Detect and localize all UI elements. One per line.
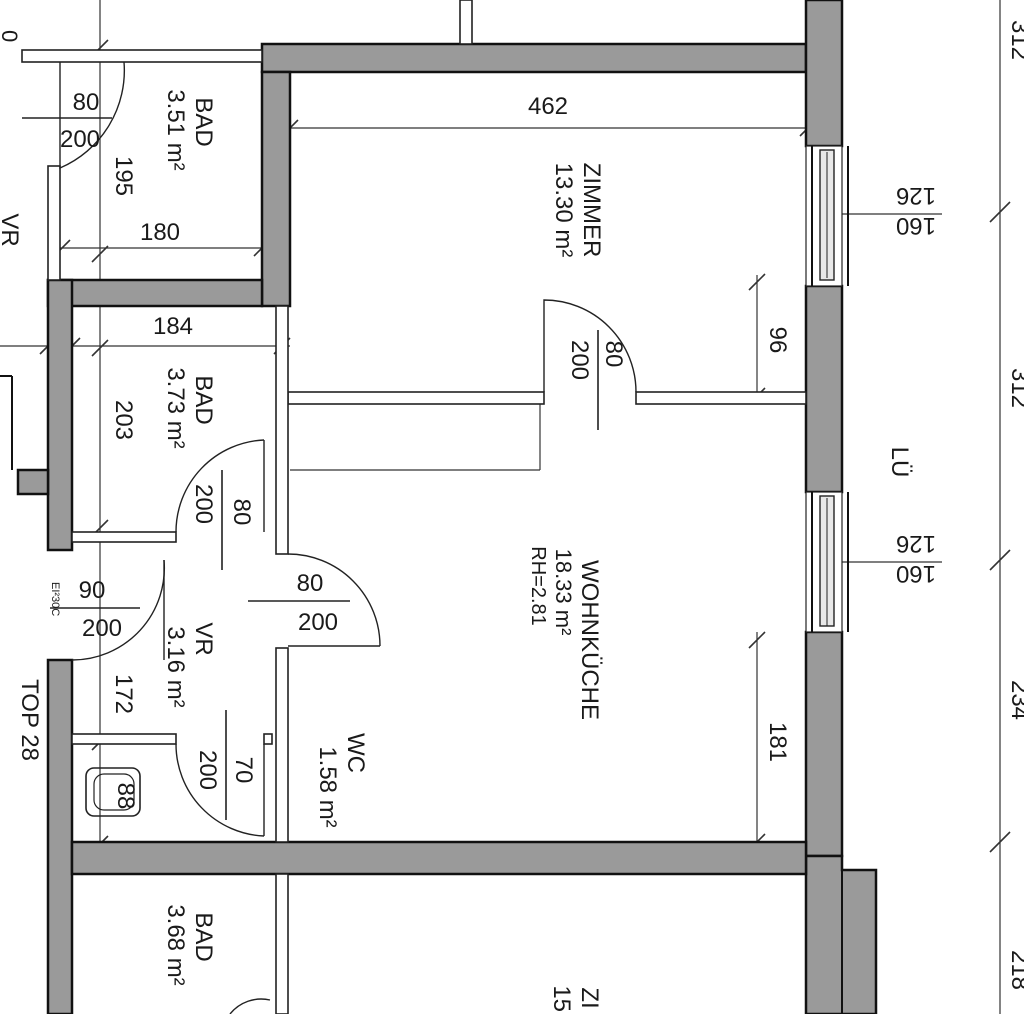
window-upper (805, 145, 843, 287)
room-wohnkueche: WOHNKÜCHE 18.33 m² RH=2.81 (527, 546, 603, 720)
partition-top-left (21, 49, 263, 63)
room-wohnkueche-height: RH=2.81 (527, 546, 549, 626)
wc-frame-stub (263, 733, 273, 745)
dim-right-chain-3: 234 (1006, 680, 1024, 720)
window-label-lower: 160 126 (896, 530, 936, 587)
room-bad-bottom: BAD 3.68 m² (162, 904, 217, 985)
room-vr-mid-area: 3.16 m² (162, 626, 189, 707)
door-bad-top-height: 200 (60, 126, 100, 153)
window-lower-height: 126 (896, 530, 936, 557)
room-bad-bottom-name: BAD (190, 912, 217, 961)
door-label-zimmer: 80 200 (566, 330, 627, 430)
door-wc-width: 70 (230, 757, 257, 784)
wall-zimmer-left (260, 70, 292, 308)
window-lower (805, 491, 843, 633)
room-zimmer-bottom-name: ZI (576, 987, 603, 1008)
door-entry-note: EI²30C (49, 582, 61, 616)
room-vr-left: VR (0, 213, 23, 246)
dim-pier-lower: 181 (764, 722, 791, 762)
dim-zimmer-width: 462 (528, 93, 568, 120)
dim-pier-upper: 96 (764, 327, 791, 354)
room-bad-bottom-area: 3.68 m² (162, 904, 189, 985)
room-bad-mid-name: BAD (190, 375, 217, 424)
window-lower-sill: 160 (896, 560, 936, 587)
room-wohnkueche-area: 18.33 m² (551, 549, 576, 636)
partitions (0, 0, 849, 1014)
dim-bad-mid-width: 184 (153, 313, 193, 340)
partition-bad-vr (71, 531, 177, 543)
room-bad-mid-area: 3.73 m² (162, 367, 189, 448)
window-label-upper: 160 126 (896, 182, 936, 239)
room-wc-name: WC (342, 733, 369, 773)
partition-wc-kueche (275, 647, 289, 843)
door-bad-mid-height: 200 (190, 484, 217, 524)
room-zimmer-name: ZIMMER (578, 163, 605, 258)
dimension-labels: 462 180 184 195 203 172 88 96 181 312 31… (110, 20, 1024, 990)
door-wc-height: 200 (194, 750, 221, 790)
dim-wc-depth: 88 (112, 783, 139, 810)
wall-stub (16, 468, 50, 496)
dim-right-chain-2: 312 (1006, 368, 1024, 408)
door-entry-height: 200 (82, 615, 122, 642)
door-zimmer-height: 200 (566, 340, 593, 380)
door-entry-width: 90 (79, 577, 106, 604)
partition-vr-left (47, 165, 61, 281)
wall-left-lower (46, 658, 74, 1014)
door-label-vr-kueche: 80 200 (248, 570, 350, 636)
wall-bottom (70, 840, 808, 876)
window-upper-sill: 160 (896, 212, 936, 239)
room-bad-mid: BAD 3.73 m² (162, 367, 217, 448)
wall-outer-middle (804, 284, 844, 494)
dim-right-chain-1: 312 (1006, 20, 1024, 60)
room-wohnkueche-name: WOHNKÜCHE (576, 560, 603, 720)
dim-bad-top-width: 180 (140, 219, 180, 246)
door-vr-kueche-height: 200 (298, 609, 338, 636)
door-label-bad-mid: 80 200 (190, 470, 255, 570)
apartment-label: TOP 28 (16, 679, 43, 761)
wc-toilet (85, 767, 141, 817)
room-zimmer: ZIMMER 13.30 m² (550, 163, 605, 258)
room-zimmer-area: 13.30 m² (550, 163, 577, 258)
door-bad-top-width: 80 (73, 89, 100, 116)
wall-left-upper (46, 278, 74, 552)
door-bad-mid-width: 80 (228, 499, 255, 526)
partition-bad-kueche (275, 305, 289, 555)
dim-bad-top-depth: 195 (110, 156, 137, 196)
ventilation-label: LÜ (886, 447, 913, 478)
door-label-bad-top: 80 200 (22, 89, 112, 153)
room-zimmer-bottom: ZI 15. (548, 985, 603, 1014)
wall-top (260, 42, 808, 74)
partition-top-stub (459, 0, 473, 45)
room-bad-top-area: 3.51 m² (162, 89, 189, 170)
room-bad-top: BAD 3.51 m² (162, 89, 217, 170)
door-label-wc: 70 200 (194, 710, 257, 820)
dim-vr-mid-depth: 172 (110, 674, 137, 714)
dim-right-chain-4: 218 (1006, 950, 1024, 990)
door-vr-kueche-width: 80 (297, 570, 324, 597)
room-vr-mid-name: VR (190, 622, 217, 655)
partition-zimmer-kueche-right (635, 391, 807, 405)
room-wc: WC 1.58 m² (314, 733, 369, 828)
door-label-entry: 90 200 EI²30C (49, 577, 140, 642)
room-wc-area: 1.58 m² (314, 746, 341, 827)
room-vr-mid: VR 3.16 m² (162, 622, 217, 707)
wall-outer-upper (804, 0, 844, 148)
room-zimmer-bottom-area: 15. (548, 985, 575, 1014)
window-upper-height: 126 (896, 182, 936, 209)
partition-zimmer-kueche-left (287, 391, 545, 405)
partition-vr-wc (71, 733, 177, 745)
room-bad-top-name: BAD (190, 97, 217, 146)
top-left-partial-label: 0 (0, 30, 22, 42)
partition-bottom (275, 873, 289, 1014)
door-zimmer-width: 80 (600, 341, 627, 368)
walls (16, 0, 878, 1014)
wall-bad-divider (46, 278, 264, 308)
wall-outer-lower (804, 630, 844, 858)
door-swings (59, 61, 637, 1014)
dim-bad-mid-depth: 203 (110, 400, 137, 440)
